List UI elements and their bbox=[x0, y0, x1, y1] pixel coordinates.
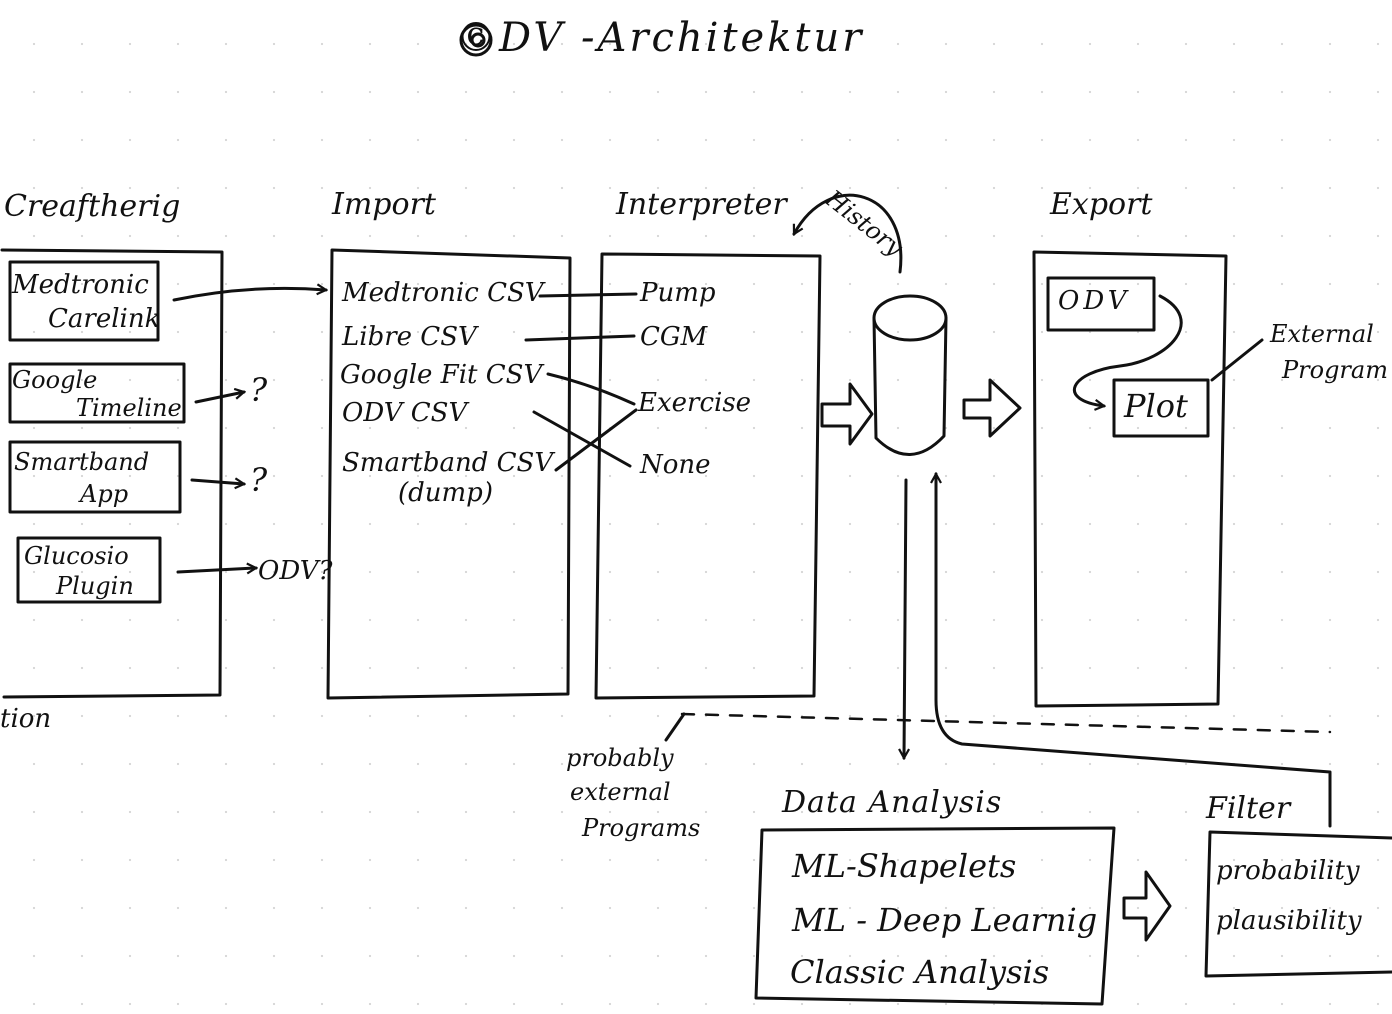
import-item-googlefit-csv: Google Fit CSV bbox=[340, 360, 543, 390]
source-box-google bbox=[8, 362, 186, 424]
interpreter-item-cgm: CGM bbox=[640, 322, 708, 352]
map-medtronic-pump bbox=[538, 292, 638, 298]
copyright-inner bbox=[470, 32, 486, 48]
import-item-medtronic-csv: Medtronic CSV bbox=[342, 278, 544, 308]
map-libre-cgm bbox=[524, 334, 636, 342]
arrow-smartband-q bbox=[190, 480, 244, 484]
analysis-item-deep-learning: ML - Deep Learnig bbox=[792, 901, 1098, 939]
export-box-plot bbox=[1112, 378, 1210, 438]
block-arrow-to-filter bbox=[1122, 870, 1172, 942]
partial-left-label: tion bbox=[0, 704, 52, 734]
block-arrow-to-export bbox=[962, 378, 1022, 438]
filter-heading: Filter bbox=[1206, 791, 1291, 826]
external-program-line1: External bbox=[1270, 320, 1374, 348]
page-title: ©DV -Architektur bbox=[456, 15, 865, 61]
external-note-line1: probably bbox=[566, 744, 674, 772]
interpreter-heading: Interpreter bbox=[616, 187, 787, 222]
arrow-google-q bbox=[194, 392, 244, 404]
arrow-glucosio-odv bbox=[176, 568, 256, 572]
database-top bbox=[872, 294, 948, 342]
interpreter-item-pump: Pump bbox=[640, 278, 716, 308]
interpreter-item-exercise: Exercise bbox=[638, 388, 752, 418]
analysis-item-shapelets: ML-Shapelets bbox=[792, 847, 1017, 885]
source-label-app: App bbox=[80, 480, 129, 508]
export-heading: Export bbox=[1050, 187, 1153, 222]
export-item-odv: ODV bbox=[1058, 286, 1131, 316]
interpreter-item-none: None bbox=[640, 450, 711, 480]
source-label-timeline: Timeline bbox=[76, 394, 182, 422]
import-item-libre-csv: Libre CSV bbox=[342, 322, 477, 352]
import-item-smartband-csv: Smartband CSV bbox=[342, 448, 554, 478]
import-item-odv-csv: ODV CSV bbox=[342, 398, 468, 428]
question-mark-google: ? bbox=[250, 371, 268, 409]
database-body bbox=[872, 316, 948, 456]
arrow-medtronic-import bbox=[172, 288, 326, 302]
source-label-medtronic: Medtronic bbox=[12, 270, 149, 300]
external-boundary-dashed bbox=[680, 712, 1332, 734]
arrow-db-to-analysis bbox=[904, 478, 906, 758]
source-label-glucosio: Glucosio bbox=[24, 542, 129, 570]
export-box-odv bbox=[1046, 276, 1156, 332]
map-odv-none bbox=[532, 410, 632, 468]
import-column-box bbox=[326, 248, 572, 700]
arrow-filter-to-db bbox=[936, 474, 1332, 828]
source-label-smartband: Smartband bbox=[14, 448, 150, 476]
export-column-box bbox=[1032, 250, 1228, 708]
import-item-dump: (dump) bbox=[398, 478, 493, 508]
source-box-smartband bbox=[8, 440, 182, 514]
interpreter-column-box bbox=[594, 252, 822, 700]
source-label-plugin: Plugin bbox=[56, 572, 134, 600]
history-loop bbox=[792, 193, 903, 274]
map-smartband-exercise bbox=[554, 408, 638, 472]
source-label-google: Google bbox=[12, 366, 98, 394]
external-pointer bbox=[664, 712, 686, 742]
export-item-plot: Plot bbox=[1124, 387, 1188, 425]
external-note-line3: Programs bbox=[582, 814, 701, 842]
line-plot-external bbox=[1210, 338, 1264, 382]
question-mark-smartband: ? bbox=[250, 461, 268, 499]
filter-item-plausibility: plausibility bbox=[1216, 906, 1362, 936]
arrow-odv-plot bbox=[1072, 294, 1183, 406]
filter-box bbox=[1204, 830, 1392, 978]
sources-heading: Creaftherig bbox=[4, 189, 181, 224]
source-box-glucosio bbox=[16, 536, 162, 604]
analysis-heading: Data Analysis bbox=[782, 785, 1003, 820]
glucosio-odv-note: ODV? bbox=[258, 556, 333, 586]
analysis-box bbox=[754, 826, 1116, 1006]
copyright-circle bbox=[459, 23, 493, 57]
map-googlefit-exercise bbox=[546, 372, 636, 406]
source-label-carelink: Carelink bbox=[48, 304, 161, 334]
sources-column-box bbox=[0, 248, 224, 699]
filter-item-probability: probability bbox=[1216, 856, 1360, 886]
import-heading: Import bbox=[332, 187, 436, 222]
external-program-line2: Program bbox=[1282, 356, 1388, 384]
block-arrow-to-db bbox=[820, 382, 874, 446]
source-box-medtronic bbox=[8, 260, 160, 342]
analysis-item-classic: Classic Analysis bbox=[790, 953, 1050, 991]
external-note-line2: external bbox=[570, 778, 671, 806]
